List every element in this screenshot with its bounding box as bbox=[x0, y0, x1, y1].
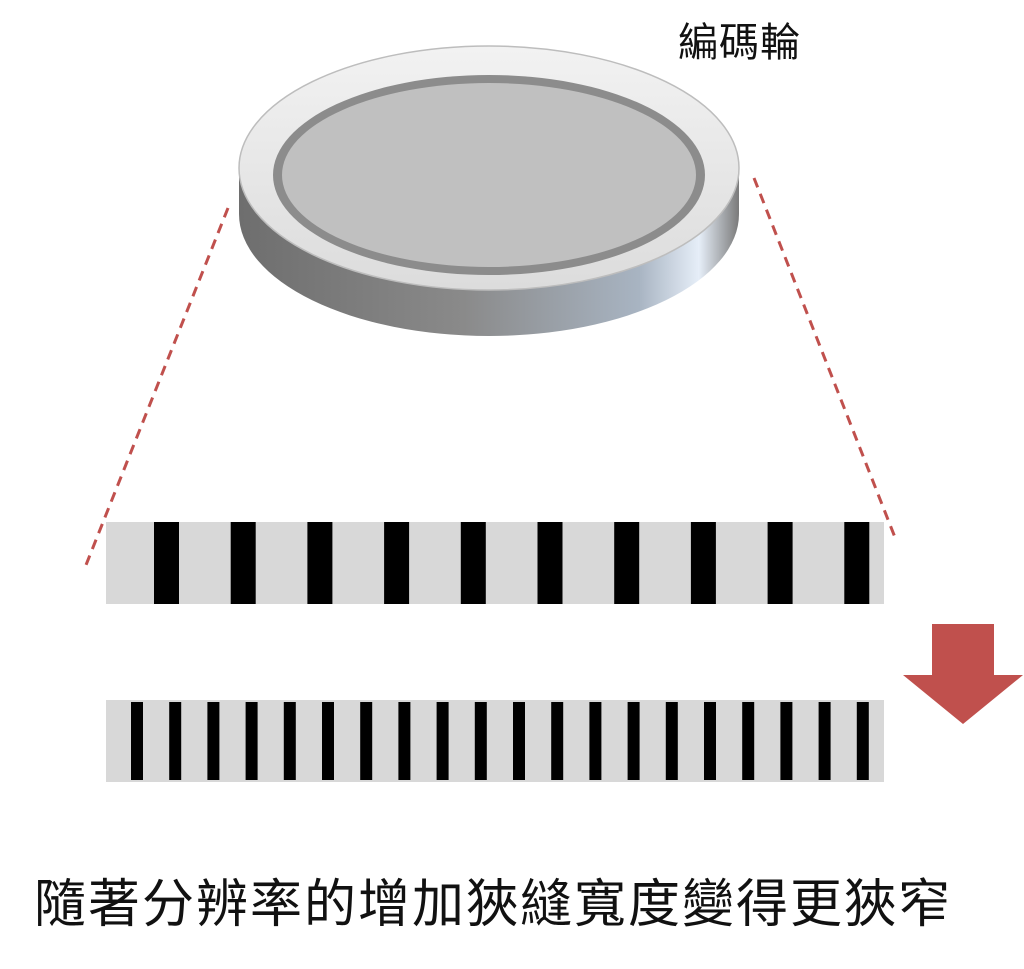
slit bbox=[844, 522, 870, 604]
slit bbox=[230, 522, 256, 604]
encoder-wheel bbox=[238, 45, 740, 336]
slit bbox=[665, 702, 678, 780]
slit bbox=[856, 702, 869, 780]
slit bbox=[474, 702, 487, 780]
slit bbox=[742, 702, 755, 780]
slit bbox=[322, 702, 334, 780]
slit bbox=[360, 702, 373, 780]
slit bbox=[780, 702, 793, 780]
slit bbox=[307, 522, 333, 604]
slit bbox=[436, 702, 449, 780]
strip-background bbox=[106, 522, 884, 604]
slit bbox=[767, 522, 793, 604]
guide-line-left bbox=[82, 207, 230, 571]
slit bbox=[551, 702, 564, 780]
slit bbox=[460, 522, 486, 604]
slit bbox=[207, 702, 220, 780]
slit bbox=[818, 702, 831, 780]
slit bbox=[704, 702, 716, 780]
slit bbox=[384, 522, 410, 604]
slit bbox=[154, 522, 179, 604]
strip-low-resolution bbox=[106, 522, 884, 604]
slit bbox=[283, 702, 296, 780]
slit bbox=[131, 702, 143, 780]
slit bbox=[614, 522, 640, 604]
slit bbox=[690, 522, 716, 604]
slit bbox=[537, 522, 563, 604]
guide-line-right bbox=[752, 177, 898, 541]
encoder-wheel-label: 編碼輪 bbox=[678, 20, 801, 66]
slit bbox=[513, 702, 525, 780]
strip-background bbox=[106, 700, 884, 782]
slit bbox=[398, 702, 411, 780]
slit bbox=[627, 702, 640, 780]
disc-face bbox=[282, 83, 696, 267]
slit bbox=[589, 702, 602, 780]
down-arrow-icon bbox=[903, 624, 1023, 724]
caption: 隨著分辨率的增加狹縫寬度變得更狹窄 bbox=[34, 875, 953, 935]
slit bbox=[245, 702, 258, 780]
strip-high-resolution bbox=[106, 700, 884, 782]
slit bbox=[169, 702, 182, 780]
